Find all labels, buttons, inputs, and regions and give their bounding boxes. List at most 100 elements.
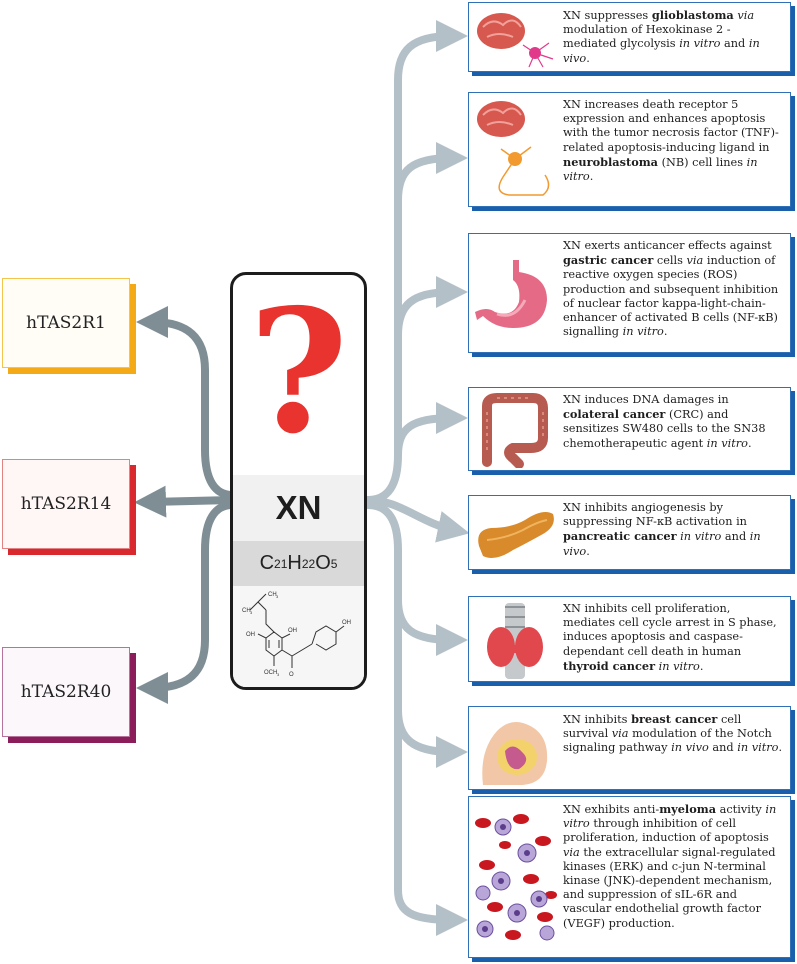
effect-text-segment: through inhibition of cell proliferation…: [563, 817, 769, 845]
ketone-label: O: [289, 672, 294, 678]
effect-text-segment: and: [708, 741, 738, 755]
receptor-label: hTAS2R1: [26, 313, 106, 333]
receptor-label: hTAS2R14: [20, 494, 112, 514]
effect-text-segment: in vitro: [679, 37, 721, 51]
effect-text-segment: cell survival: [563, 713, 742, 741]
effect-card-neuroblastoma: XN increases death receptor 5 expression…: [468, 92, 791, 207]
effect-text-segment: .: [747, 436, 752, 450]
effect-text-segment: (NB) cell lines: [658, 155, 747, 169]
effect-card-gastric: XN exerts anticancer effects against gas…: [468, 233, 791, 353]
svg-text:CH: CH: [242, 608, 251, 614]
effect-text-segment: via: [686, 254, 704, 268]
effect-text-segment: and: [721, 530, 750, 544]
effect-text-segment: in vivo: [563, 37, 760, 65]
effect-text-segment: XN suppresses: [563, 9, 652, 22]
svg-text:CH: CH: [268, 592, 277, 598]
effect-text-segment: XN induces DNA damages in: [563, 393, 729, 406]
effect-text: XN induces DNA damages in colateral canc…: [563, 393, 784, 451]
effect-text-segment: XN inhibits angiogenesis by suppressing …: [563, 501, 747, 529]
effect-text-segment: and: [720, 37, 749, 51]
svg-text:3: 3: [276, 594, 279, 599]
effect-text: XN increases death receptor 5 expression…: [563, 98, 784, 184]
effect-text-segment: .: [586, 51, 590, 65]
effect-text-segment: via: [737, 9, 755, 22]
effect-text: XN exerts anticancer effects against gas…: [563, 239, 784, 339]
stomach-icon: [473, 256, 559, 340]
colon-icon: [473, 392, 559, 472]
effect-text-segment: in vivo: [671, 741, 709, 755]
brain-neuron-icon: [473, 97, 559, 206]
effect-text-segment: in vitro: [622, 325, 664, 339]
effect-card-breast: XN inhibits breast cancer cell survival …: [468, 706, 791, 790]
cancer-type-label: pancreatic cancer: [563, 529, 677, 544]
effect-text-segment: XN increases death receptor 5 expression…: [563, 98, 779, 154]
effect-text-segment: modulation of the Notch signaling pathwa…: [563, 727, 772, 755]
effect-card-pancreatic: XN inhibits angiogenesis by suppressing …: [468, 495, 791, 570]
receptor-htas2r40-box: hTAS2R40: [2, 647, 130, 737]
effect-text-segment: the extracellular signal-regulated kinas…: [563, 845, 776, 930]
cancer-type-label: breast cancer: [631, 712, 718, 726]
effect-card-colorectal: XN induces DNA damages in colateral canc…: [468, 387, 791, 471]
effect-text: XN suppresses glioblastoma via modulatio…: [563, 8, 784, 66]
effect-text: XN inhibits cell proliferation, mediates…: [563, 602, 784, 674]
effect-text-segment: induction of reactive oxygen species (RO…: [563, 254, 779, 339]
cancer-type-label: thyroid cancer: [563, 658, 656, 673]
cancer-type-label: myeloma: [659, 802, 717, 816]
cancer-type-label: glioblastoma: [651, 8, 734, 22]
effect-text-segment: .: [589, 170, 594, 184]
cancer-type-label: neuroblastoma: [563, 154, 658, 169]
effect-text-segment: in vitro: [680, 530, 722, 544]
effect-text-segment: XN exhibits anti-: [563, 803, 660, 816]
effect-text-segment: XN inhibits: [563, 713, 632, 726]
left-connectors: [134, 306, 236, 704]
blood-cells-icon: [473, 813, 559, 947]
effect-card-thyroid: XN inhibits cell proliferation, mediates…: [468, 596, 791, 682]
cancer-type-label: colateral cancer: [563, 407, 666, 422]
svg-text:3: 3: [250, 610, 253, 615]
effect-text-segment: via: [611, 727, 629, 741]
effect-text-segment: cells: [653, 254, 687, 268]
right-connectors: [364, 20, 470, 936]
effect-text-segment: .: [699, 659, 704, 673]
effect-text: XN inhibits breast cancer cell survival …: [563, 712, 784, 756]
effect-card-myeloma: XN exhibits anti-myeloma activity in vit…: [468, 796, 791, 958]
breast-icon: [473, 711, 559, 791]
effect-text-segment: in vitro: [706, 436, 748, 450]
hydroxyl-label-right: OH: [342, 620, 351, 626]
effect-text: XN inhibits angiogenesis by suppressing …: [563, 501, 784, 559]
svg-text:3: 3: [277, 672, 280, 677]
receptor-htas2r14-box: hTAS2R14: [2, 459, 130, 549]
effect-text-segment: in vitro: [563, 155, 758, 184]
effect-text-segment: modulation of Hexokinase 2 -mediated gly…: [563, 23, 731, 51]
hydroxyl-label-mid: OH: [288, 628, 297, 634]
effect-text-segment: via: [563, 845, 580, 859]
effect-text-segment: XN inhibits cell proliferation, mediates…: [563, 602, 777, 658]
effect-text-segment: in vitro: [658, 659, 700, 673]
effect-text-segment: in vitro: [737, 741, 779, 755]
receptor-htas2r1-box: hTAS2R1: [2, 278, 130, 368]
effect-text: XN exhibits anti-myeloma activity in vit…: [563, 802, 784, 931]
hydroxyl-label-left: OH: [246, 632, 255, 638]
effect-text-segment: .: [663, 325, 668, 339]
cancer-type-label: gastric cancer: [563, 253, 654, 268]
question-mark-icon: ?: [248, 272, 349, 472]
svg-text:OCH: OCH: [264, 670, 277, 676]
brain-neuron-icon: [473, 7, 559, 73]
pancreas-icon: [473, 500, 559, 570]
effect-text-segment: (CRC) and sensitizes SW480 cells to the …: [563, 408, 766, 450]
effect-card-glioblastoma: XN suppresses glioblastoma via modulatio…: [468, 2, 791, 72]
effect-text-segment: XN exerts anticancer effects against: [563, 239, 772, 252]
effect-text-segment: in vivo: [563, 530, 761, 558]
effect-text-segment: activity: [716, 803, 766, 816]
effect-text-segment: .: [586, 544, 590, 558]
thyroid-icon: [473, 601, 559, 685]
effect-text-segment: in vitro: [563, 803, 777, 831]
effect-text-segment: .: [778, 741, 783, 755]
receptor-label: hTAS2R40: [20, 682, 112, 702]
compound-name: XN: [233, 475, 364, 541]
